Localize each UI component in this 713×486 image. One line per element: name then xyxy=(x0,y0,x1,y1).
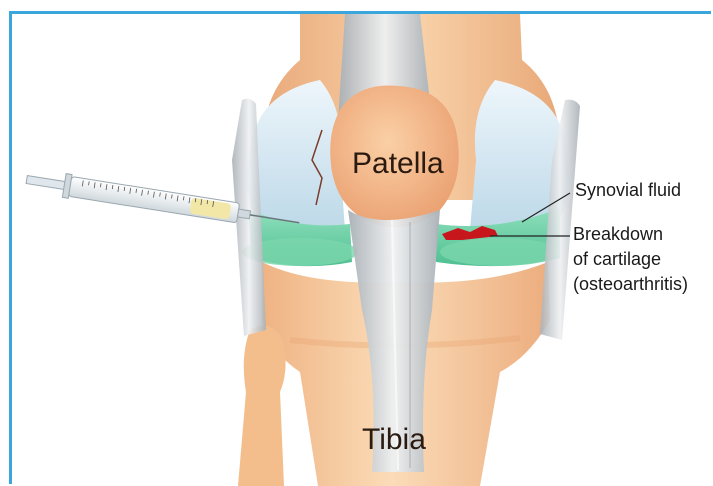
cartilage-breakdown-label: Breakdown of cartilage (osteoarthritis) xyxy=(573,222,688,297)
breakdown-label-line1: Breakdown xyxy=(573,222,688,247)
breakdown-label-line2: of cartilage xyxy=(573,247,688,272)
fibula-bone xyxy=(238,326,286,486)
patella-label: Patella xyxy=(352,147,444,181)
tibia-label: Tibia xyxy=(362,423,426,457)
breakdown-label-line3: (osteoarthritis) xyxy=(573,272,688,297)
synovial-fluid-label: Synovial fluid xyxy=(575,180,681,201)
